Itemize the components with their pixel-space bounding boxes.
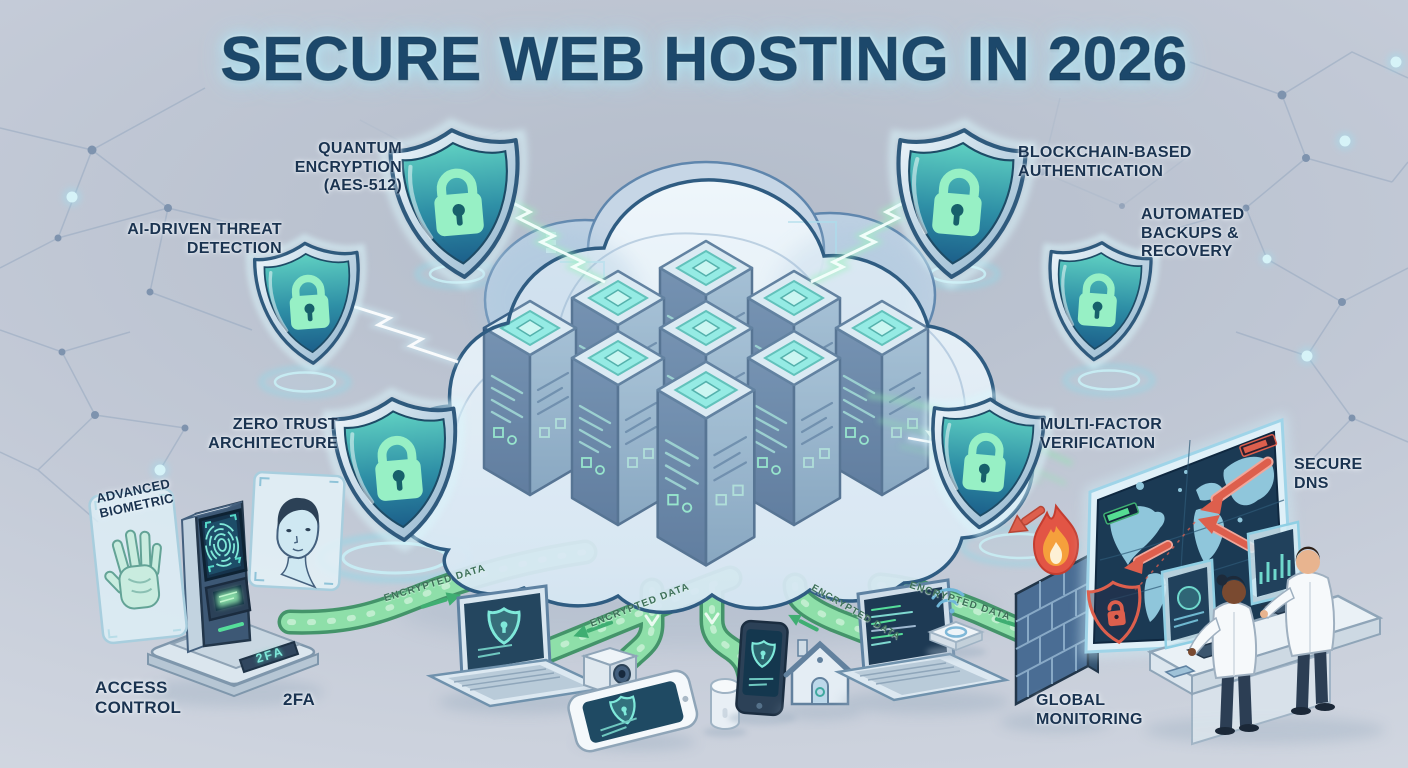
wifi-icon xyxy=(931,588,965,614)
label-automated-backups: AUTOMATED BACKUPS & RECOVERY xyxy=(1141,206,1245,261)
analyst-figure xyxy=(1188,574,1259,735)
label-ai-threat-detection: AI-DRIVEN THREAT DETECTION xyxy=(127,221,282,257)
page-title: SECURE WEB HOSTING IN 2026 xyxy=(220,25,1188,95)
card-slot xyxy=(204,576,252,622)
label-blockchain-auth: BLOCKCHAIN-BASED AUTHENTICATION xyxy=(1018,144,1192,180)
desk-tablet xyxy=(1164,665,1196,678)
laptop-icon xyxy=(833,578,1011,714)
smart-home-icon xyxy=(778,639,862,720)
label-quantum-encryption: QUANTUM ENCRYPTION (AES-512) xyxy=(294,140,402,195)
mesh-glow-dots xyxy=(62,52,1406,480)
kiosk-display-plate xyxy=(238,640,300,674)
fingerprint-screen xyxy=(198,508,248,582)
laptop-icon xyxy=(425,584,611,714)
biometric-kiosk xyxy=(140,500,324,707)
face-recognition-icon xyxy=(276,497,320,589)
lightning-bolt xyxy=(809,192,918,286)
cloud-platform xyxy=(381,160,1035,615)
label-two-factor: 2FA xyxy=(283,690,316,709)
backups-shield-lock-icon xyxy=(1038,233,1157,369)
face-scan-panel xyxy=(248,470,346,592)
hand-print-icon xyxy=(104,529,162,610)
router-icon xyxy=(926,588,986,658)
flame-icon xyxy=(1032,503,1080,576)
analyst-figure xyxy=(1260,546,1336,715)
label-zero-trust: ZERO TRUST ARCHITECTURE xyxy=(208,416,338,452)
threat-arrow-icon xyxy=(1008,505,1046,534)
label-global-monitoring: GLOBAL MONITORING xyxy=(1036,692,1143,728)
smartphone-icon xyxy=(728,619,796,725)
mesh-node-dots xyxy=(54,90,1356,432)
monitoring-desk xyxy=(1145,520,1385,746)
label-multi-factor: MULTI-FACTOR VERIFICATION xyxy=(1040,416,1163,452)
status-badge-green xyxy=(1103,502,1140,525)
label-access-control: ACCESS CONTROL xyxy=(95,678,182,717)
alert-shield-icon xyxy=(1086,580,1142,645)
hand-scan-panel xyxy=(88,487,188,645)
status-badge-red xyxy=(1239,433,1278,457)
glow-ring xyxy=(259,366,351,398)
label-secure-dns: SECURE DNS xyxy=(1294,456,1363,492)
glow-ring xyxy=(1063,364,1155,396)
lightning-bolt xyxy=(350,302,460,366)
smartphone-icon xyxy=(567,669,699,753)
lightning-bolt xyxy=(498,192,607,286)
attack-arrows xyxy=(1124,456,1274,574)
